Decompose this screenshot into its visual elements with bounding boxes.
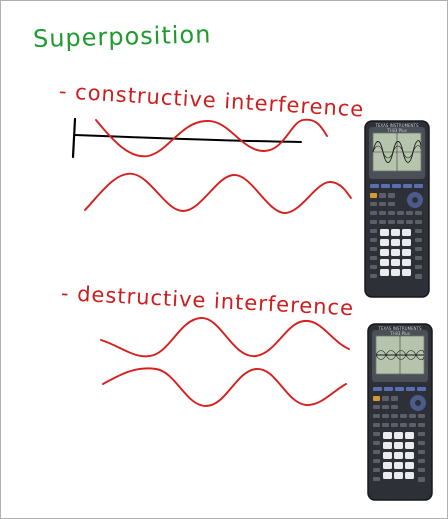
graphing-calculator-icon: TEXAS INSTRUMENTS TI-83 Plus	[364, 120, 430, 298]
constructive-wave-1	[95, 118, 328, 158]
axis-horizontal-line	[74, 134, 302, 143]
graphing-calculator-icon: TEXAS INSTRUMENTS TI-83 Plus	[367, 323, 433, 501]
destructive-wave-1	[100, 317, 350, 358]
destructive-wave-2	[102, 367, 347, 407]
constructive-wave-2	[84, 172, 352, 214]
calculator-brand-label: TEXAS INSTRUMENTS TI-83 Plus	[378, 326, 422, 336]
axis-vertical-tick	[71, 117, 77, 159]
calculator-brand-label: TEXAS INSTRUMENTS TI-83 Plus	[375, 123, 419, 133]
